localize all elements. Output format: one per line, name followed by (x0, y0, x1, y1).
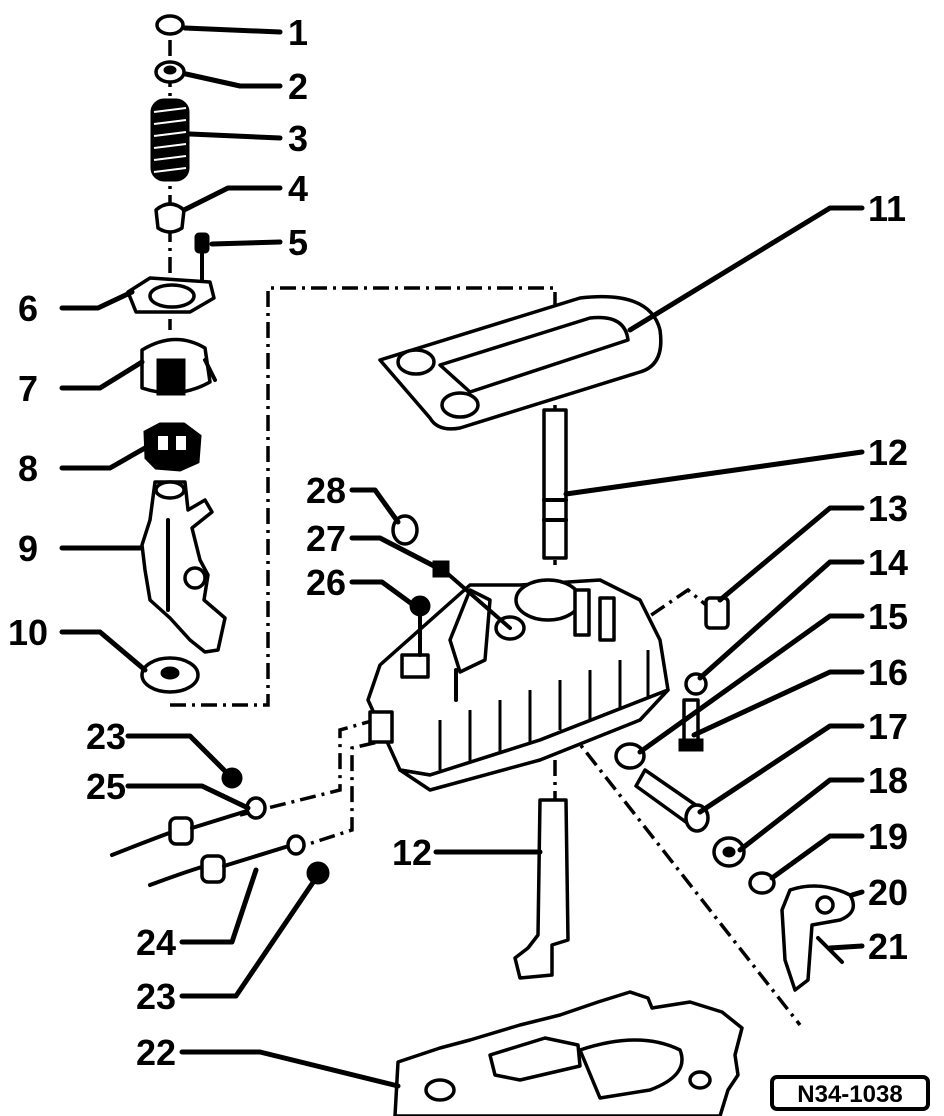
callout-14: 14 (868, 542, 908, 583)
callout-25: 25 (86, 766, 126, 807)
callout-10: 10 (8, 612, 48, 653)
callout-13: 13 (868, 488, 908, 529)
callout-8: 8 (18, 448, 38, 489)
callout-28: 28 (306, 470, 346, 511)
callout-11: 11 (868, 188, 906, 229)
callout-7: 7 (18, 368, 38, 409)
callout-6: 6 (18, 288, 38, 329)
callout-24: 24 (136, 922, 176, 963)
callout-16: 16 (868, 652, 908, 693)
callout-15: 15 (868, 596, 908, 637)
callout-labels: 1 2 3 4 5 6 7 8 9 10 11 12 12 13 14 15 1… (8, 12, 908, 1073)
gearshift-housing (366, 578, 670, 792)
callout-22: 22 (136, 1032, 176, 1073)
callout-23-upper: 23 (86, 716, 126, 757)
callout-17: 17 (868, 706, 908, 747)
figure-reference-box: N34-1038 (770, 1075, 930, 1111)
figure-reference-code: N34-1038 (797, 1081, 902, 1108)
base-plate (393, 990, 744, 1116)
callout-5: 5 (288, 222, 308, 263)
leader-lines (59, 25, 865, 1089)
callout-9: 9 (18, 528, 38, 569)
gasket (378, 294, 663, 431)
callout-18: 18 (868, 760, 908, 801)
callout-20: 20 (868, 872, 908, 913)
callout-2: 2 (288, 66, 308, 107)
callout-4: 4 (288, 168, 308, 209)
callout-3: 3 (288, 118, 308, 159)
shaft-upper (542, 408, 568, 560)
left-side-small-parts (110, 514, 512, 887)
callout-21: 21 (868, 926, 908, 967)
shaft-lower (513, 798, 570, 980)
callout-12-lower: 12 (392, 832, 432, 873)
selector-shaft-stack (126, 14, 227, 694)
right-side-parts (614, 596, 856, 992)
callout-27: 27 (306, 518, 346, 559)
callout-23-lower: 23 (136, 976, 176, 1017)
callout-1: 1 (288, 12, 308, 53)
callout-12-upper: 12 (868, 432, 908, 473)
callout-19: 19 (868, 816, 908, 857)
callout-26: 26 (306, 562, 346, 603)
